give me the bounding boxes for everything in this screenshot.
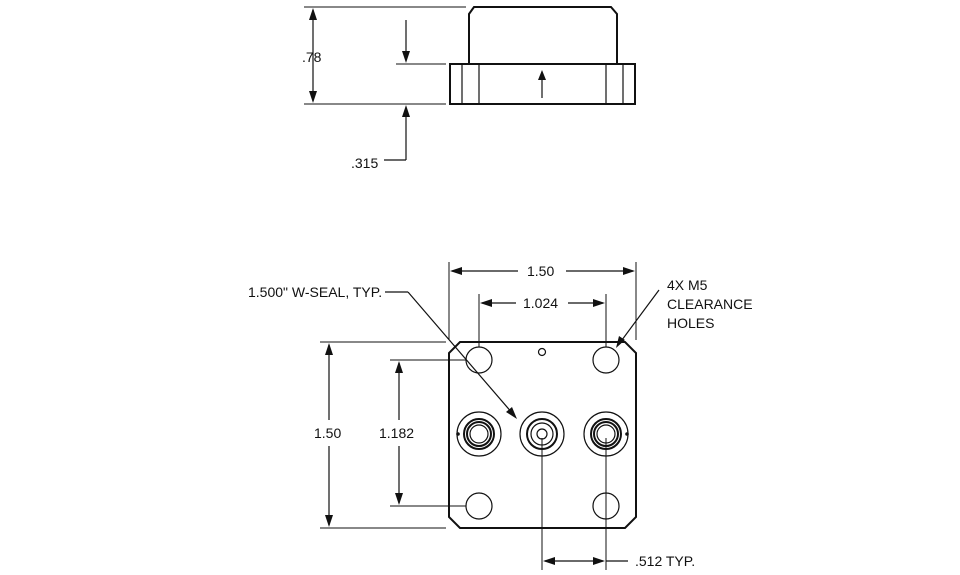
dim-hole-y-label: 1.182 bbox=[379, 425, 414, 441]
dim-315-arrow-top bbox=[402, 51, 410, 63]
dim-78-label: .78 bbox=[302, 49, 322, 65]
dim-78-arrow-bottom bbox=[309, 91, 317, 103]
holes-callout-label-line-1: 4X M5 bbox=[667, 277, 708, 293]
dim-width-label: 1.50 bbox=[527, 263, 554, 279]
holes-callout-leader bbox=[618, 289, 660, 345]
locator-hole bbox=[537, 347, 547, 357]
side-view: .78 .315 bbox=[302, 6, 636, 171]
dim-hole-x-arrow-right bbox=[593, 299, 605, 307]
holes-callout-label-line-3: HOLES bbox=[667, 315, 714, 331]
dim-width-arrow-left bbox=[450, 267, 462, 275]
holes-callout-arrow bbox=[616, 336, 625, 348]
top-view: 1.50 1.024 1.50 1.182 .512 TYP. bbox=[248, 262, 753, 570]
port-left bbox=[456, 411, 502, 457]
dim-pitch-arrow-right bbox=[593, 557, 605, 565]
mounting-hole-top-right bbox=[592, 346, 620, 374]
dim-height-arrow-top bbox=[325, 343, 333, 355]
mounting-hole-top-left bbox=[465, 346, 493, 374]
seal-callout-label: 1.500" W-SEAL, TYP. bbox=[248, 284, 382, 300]
dim-hole-y-arrow-top bbox=[395, 361, 403, 373]
seal-callout-leader-diagonal bbox=[407, 291, 514, 415]
holes-callout-label-line-2: CLEARANCE bbox=[667, 296, 753, 312]
up-arrow-icon bbox=[538, 70, 546, 98]
seal-callout-arrow bbox=[506, 407, 517, 419]
top-view-outline bbox=[448, 341, 637, 529]
dim-78-arrow-top bbox=[309, 8, 317, 20]
mounting-hole-bottom-left bbox=[465, 492, 493, 520]
dim-width-arrow-right bbox=[623, 267, 635, 275]
dim-hole-y-arrow-bottom bbox=[395, 493, 403, 505]
dim-315-label: .315 bbox=[351, 155, 378, 171]
dim-hole-x-arrow-left bbox=[480, 299, 492, 307]
dim-hole-x-label: 1.024 bbox=[523, 295, 558, 311]
dim-pitch-label: .512 TYP. bbox=[635, 553, 695, 569]
dim-height-label: 1.50 bbox=[314, 425, 341, 441]
dim-315-arrow-bottom bbox=[402, 105, 410, 117]
side-view-upper-body bbox=[468, 6, 618, 64]
dim-pitch-arrow-left bbox=[543, 557, 555, 565]
dim-height-arrow-bottom bbox=[325, 515, 333, 527]
side-view-base-flange bbox=[449, 63, 636, 105]
